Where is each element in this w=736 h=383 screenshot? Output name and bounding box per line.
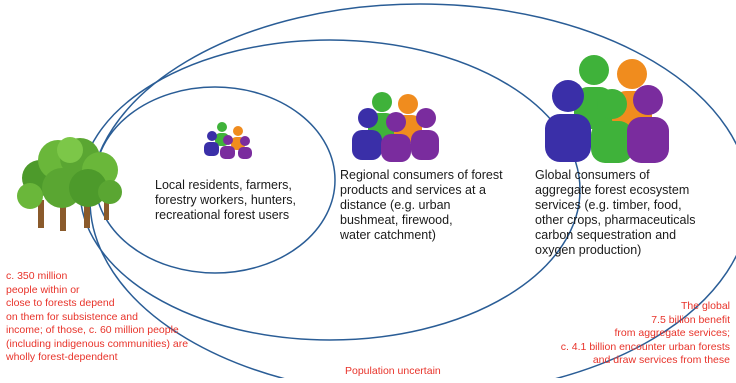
regional-group-label: Regional consumers of forest products an… xyxy=(340,168,503,242)
forest-trees-icon xyxy=(17,137,122,231)
local-group-label: Local residents, farmers, forestry worke… xyxy=(155,178,297,222)
center-note: Population uncertain xyxy=(345,365,441,377)
people-group-icon xyxy=(204,122,252,159)
people-group-icon xyxy=(352,92,439,162)
left-note: c. 350 million people within or close to… xyxy=(6,270,189,363)
right-note: The global 7.5 billion benefit from aggr… xyxy=(560,300,730,366)
global-group-label: Global consumers of aggregate forest eco… xyxy=(535,168,696,257)
people-group-icon xyxy=(545,55,669,163)
